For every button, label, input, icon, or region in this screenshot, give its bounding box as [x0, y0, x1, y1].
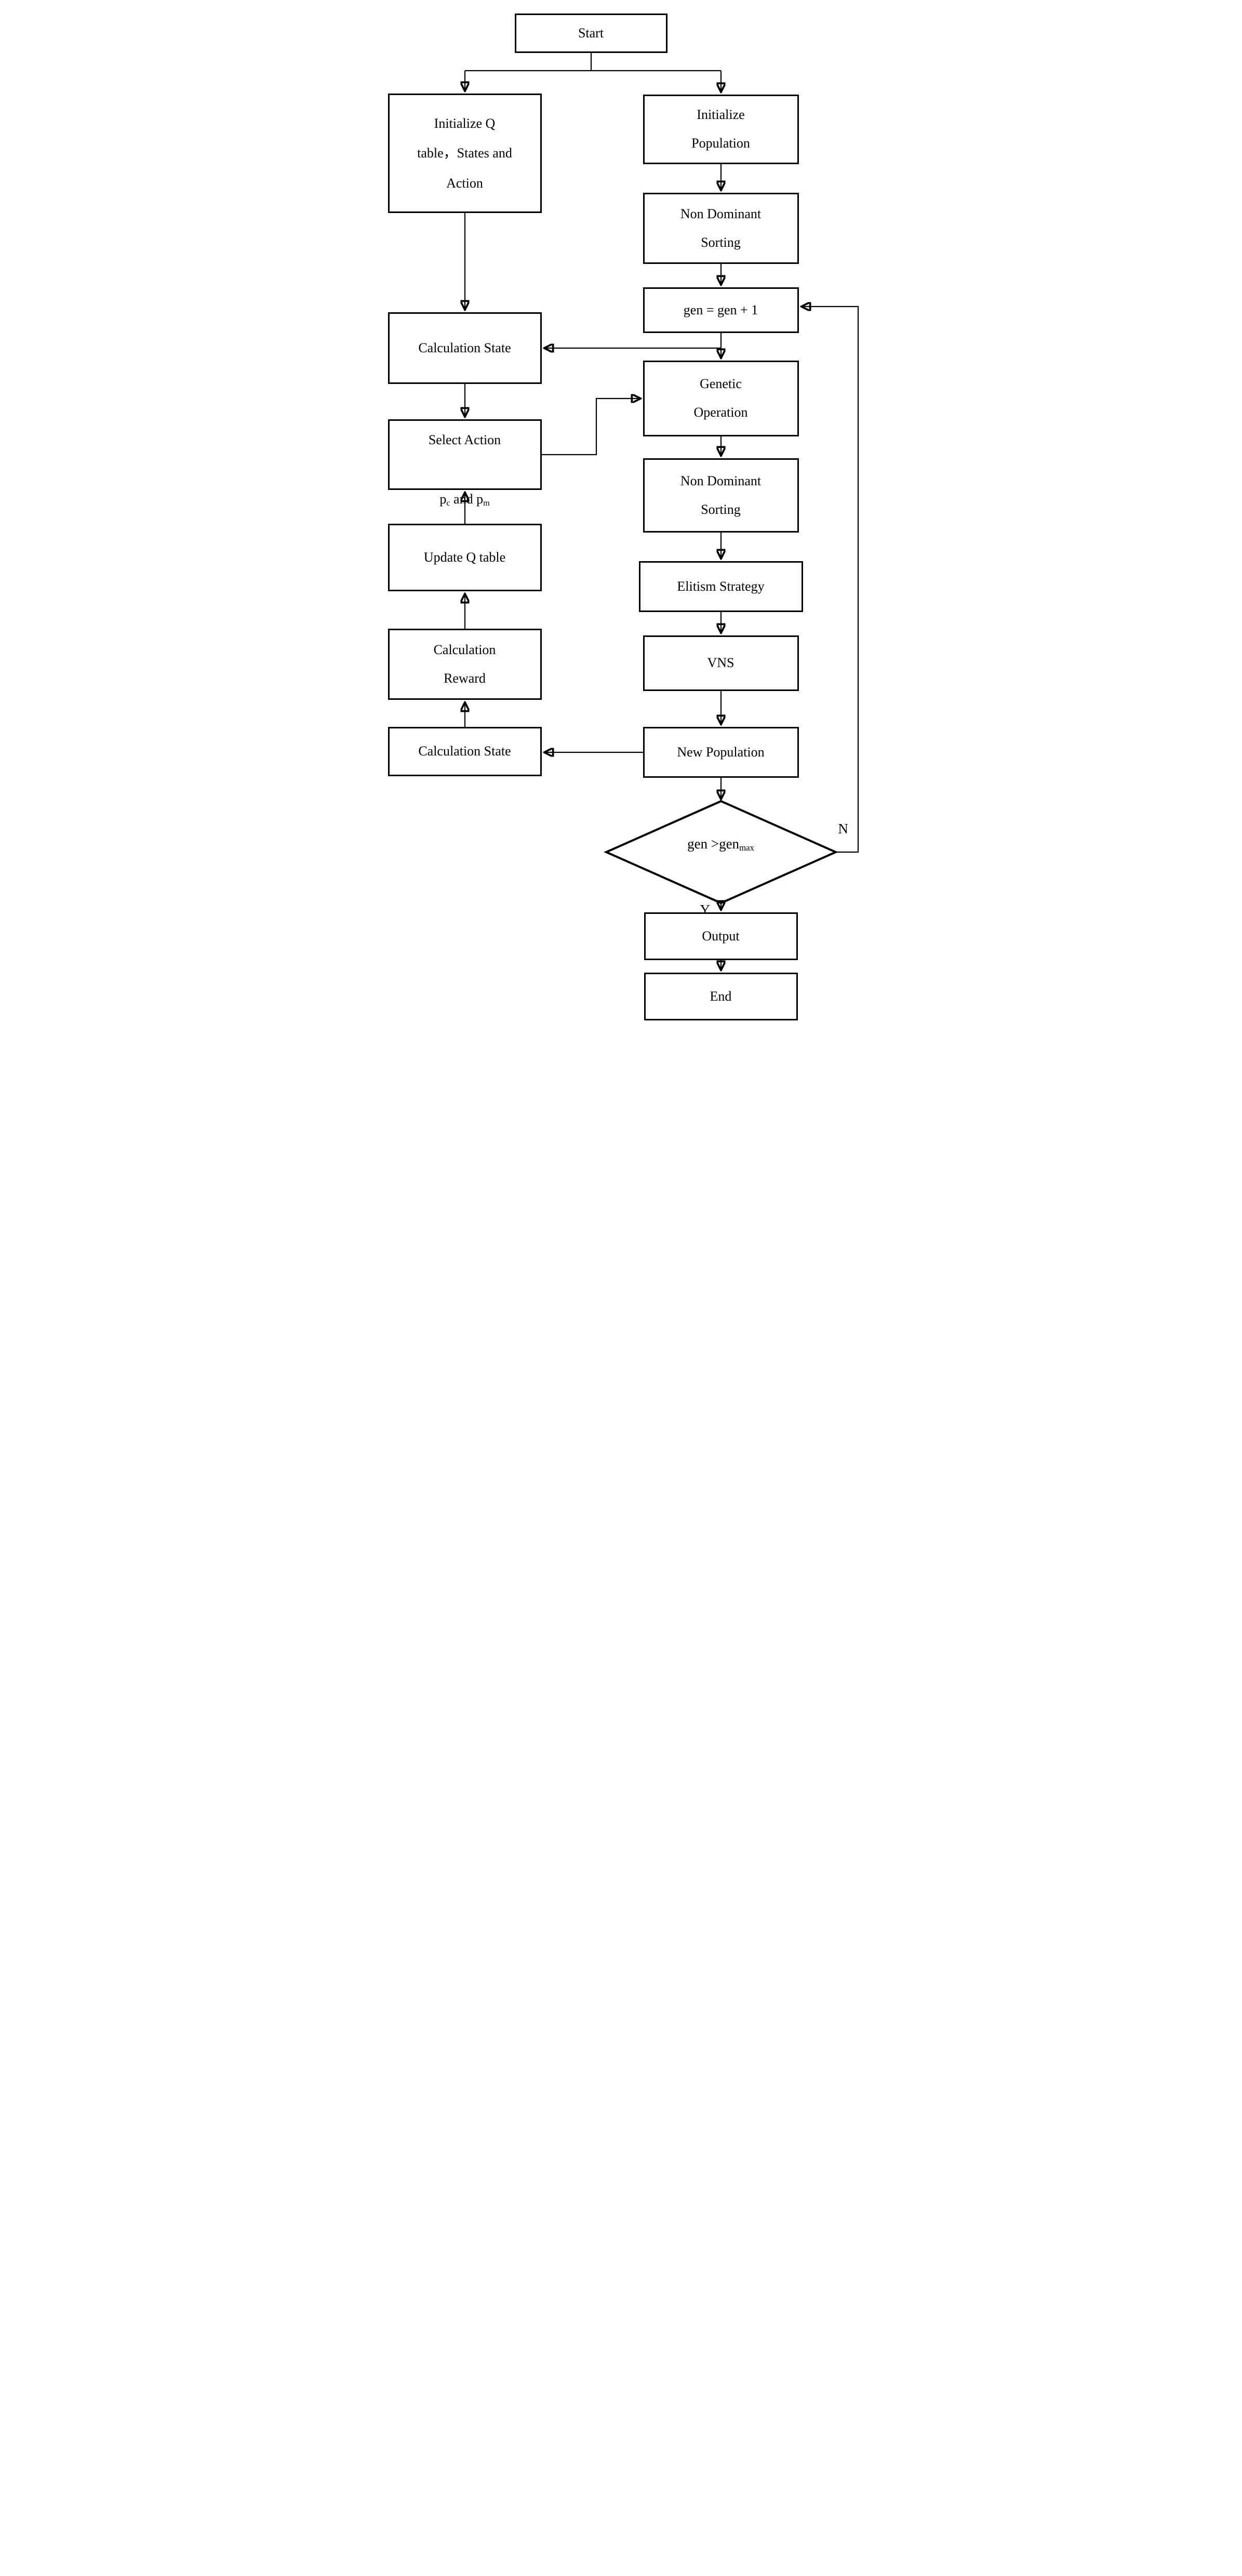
node-calculation-reward: Calculation Reward [388, 629, 542, 700]
node-calculation-state-top-label: Calculation State [418, 340, 511, 355]
node-end-label: End [710, 988, 732, 1004]
node-calculation-state-bottom-label: Calculation State [418, 743, 511, 759]
node-elitism-strategy: Elitism Strategy [638, 561, 803, 612]
node-new-population: New Population [643, 727, 799, 778]
node-elitism-strategy-label: Elitism Strategy [677, 578, 765, 594]
node-output: Output [644, 912, 798, 960]
flowchart: Start Initialize Q table，States and Acti… [372, 0, 870, 1030]
node-genetic-operation-label: Genetic Operation [693, 376, 748, 420]
decision-text: gen >gen [687, 836, 740, 852]
select-action-line1: Select Action [428, 432, 501, 447]
node-start-label: Start [578, 25, 604, 41]
edge-select-to-genetic [541, 399, 639, 456]
node-select-action-label: Select Action pc and pm [390, 395, 540, 514]
node-update-q-table-label: Update Q table [423, 549, 506, 565]
node-select-action: Select Action pc and pm [388, 419, 542, 508]
node-gen-increment: gen = gen + 1 [643, 287, 799, 333]
node-initialize-q-table-label: Initialize Q table，States and Action [417, 116, 512, 191]
select-action-pc-sub: c [446, 499, 450, 508]
node-update-q-table: Update Q table [388, 524, 542, 591]
node-non-dominant-sorting-2: Non Dominant Sorting [643, 458, 799, 533]
node-calculation-state-top: Calculation State [388, 312, 542, 384]
select-action-pc: p [439, 492, 447, 507]
node-vns: VNS [643, 635, 799, 691]
select-action-and: and [450, 492, 477, 507]
node-initialize-population: Initialize Population [643, 95, 799, 164]
node-new-population-label: New Population [677, 744, 765, 760]
select-action-pm: p [476, 492, 484, 507]
select-action-pm-sub: m [483, 499, 490, 508]
connector-layer [373, 53, 859, 1030]
node-end: End [644, 973, 798, 1020]
edge-decision-no-loop [803, 307, 859, 853]
node-calculation-reward-label: Calculation Reward [433, 642, 496, 686]
node-initialize-q-table: Initialize Q table，States and Action [388, 94, 542, 213]
node-calculation-state-bottom: Calculation State [388, 727, 542, 776]
decision-label: gen >genmax [606, 835, 836, 852]
decision-sub: max [739, 843, 754, 853]
node-gen-increment-label: gen = gen + 1 [683, 302, 758, 317]
node-non-dominant-sorting-1: Non Dominant Sorting [643, 193, 799, 264]
node-vns-label: VNS [707, 655, 734, 671]
node-initialize-population-label: Initialize Population [691, 107, 750, 151]
node-genetic-operation: Genetic Operation [643, 361, 799, 436]
node-non-dominant-sorting-1-label: Non Dominant Sorting [680, 206, 762, 250]
node-non-dominant-sorting-2-label: Non Dominant Sorting [680, 473, 762, 517]
node-start: Start [514, 14, 667, 53]
node-output-label: Output [702, 928, 740, 944]
edge-label-no: N [838, 821, 849, 836]
